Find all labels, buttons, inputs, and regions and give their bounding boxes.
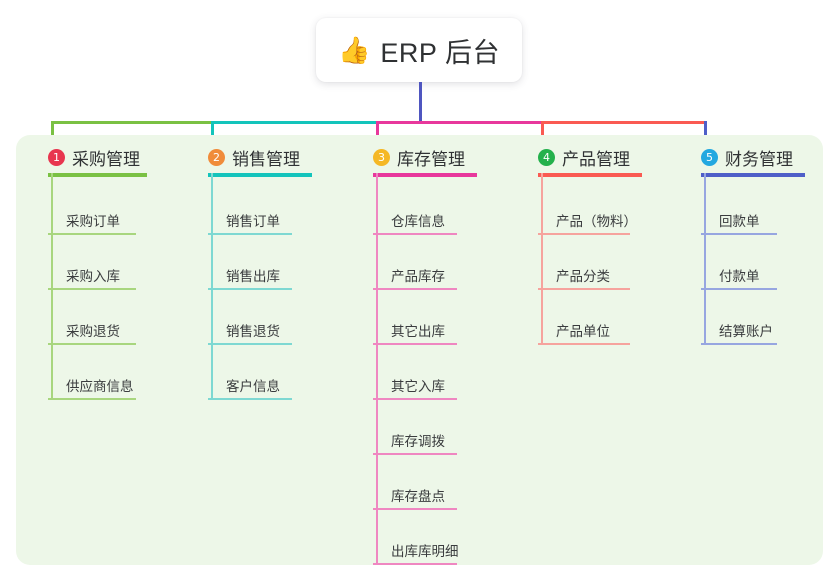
branch-item-label: 库存盘点 <box>391 489 445 504</box>
branch-header-rule <box>538 173 642 177</box>
branch-item[interactable]: 出库库明细 <box>373 517 459 565</box>
branch-item-rule <box>701 343 777 345</box>
branch-item-rule <box>538 343 630 345</box>
branch-index-badge: 3 <box>373 149 390 166</box>
branch-item-rule <box>208 233 292 235</box>
branch-header-4[interactable]: 4 产品管理 <box>538 145 630 170</box>
branch-item-label: 客户信息 <box>226 379 280 394</box>
branch-item-label: 采购入库 <box>66 269 120 284</box>
branch-item[interactable]: 回款单 <box>701 187 777 235</box>
branch-item-rule <box>208 398 292 400</box>
branch-item[interactable]: 供应商信息 <box>48 352 136 400</box>
branch-header-label: 财务管理 <box>725 150 793 169</box>
branch-item-label: 回款单 <box>719 214 760 229</box>
branch-item-label: 其它入库 <box>391 379 445 394</box>
branch-header-rule <box>208 173 312 177</box>
branch-item[interactable]: 采购订单 <box>48 187 136 235</box>
branch-item[interactable]: 销售订单 <box>208 187 292 235</box>
trunk-connector <box>419 82 422 122</box>
branch-item-label: 销售退货 <box>226 324 280 339</box>
branch-header-label: 库存管理 <box>397 150 465 169</box>
branch-item-rule <box>208 343 292 345</box>
branch-item[interactable]: 其它入库 <box>373 352 457 400</box>
branch-item-rule <box>373 343 457 345</box>
branches-panel: 1 采购管理采购订单采购入库采购退货供应商信息 2 销售管理销售订单销售出库销售退货客… <box>16 135 823 565</box>
branch-item[interactable]: 客户信息 <box>208 352 292 400</box>
branch-item[interactable]: 其它出库 <box>373 297 457 345</box>
branch-item[interactable]: 产品分类 <box>538 242 630 290</box>
branch-item-label: 结算账户 <box>719 324 773 339</box>
branch-item-rule <box>48 398 136 400</box>
branch-header-2[interactable]: 2 销售管理 <box>208 145 300 170</box>
branch-index-badge: 4 <box>538 149 555 166</box>
branch-item[interactable]: 库存调拨 <box>373 407 457 455</box>
branch-item-label: 产品（物料） <box>556 214 637 229</box>
bus-segment-3 <box>376 121 541 124</box>
branch-spine <box>541 173 543 345</box>
branch-item[interactable]: 结算账户 <box>701 297 777 345</box>
branch-item[interactable]: 采购入库 <box>48 242 136 290</box>
branch-item-label: 仓库信息 <box>391 214 445 229</box>
branch-header-label: 产品管理 <box>562 150 630 169</box>
branch-item-rule <box>538 288 630 290</box>
branch-item-rule <box>48 233 136 235</box>
branch-index-badge: 5 <box>701 149 718 166</box>
branch-header-5[interactable]: 5 财务管理 <box>701 145 793 170</box>
branch-spine <box>376 173 378 565</box>
branch-item-label: 采购退货 <box>66 324 120 339</box>
branch-item-label: 供应商信息 <box>66 379 134 394</box>
bus-segment-4 <box>541 121 704 124</box>
branch-item-label: 产品单位 <box>556 324 610 339</box>
branch-item-label: 产品分类 <box>556 269 610 284</box>
branch-item[interactable]: 仓库信息 <box>373 187 457 235</box>
branch-item-rule <box>538 233 630 235</box>
branch-item-rule <box>48 343 136 345</box>
branch-item-label: 销售出库 <box>226 269 280 284</box>
branch-item[interactable]: 库存盘点 <box>373 462 457 510</box>
branch-item-label: 出库库明细 <box>391 544 459 559</box>
branch-item-rule <box>373 288 457 290</box>
branch-index-badge: 2 <box>208 149 225 166</box>
branch-item-rule <box>208 288 292 290</box>
branch-header-1[interactable]: 1 采购管理 <box>48 145 140 170</box>
branch-item-label: 销售订单 <box>226 214 280 229</box>
branch-item-label: 付款单 <box>719 269 760 284</box>
branch-header-3[interactable]: 3 库存管理 <box>373 145 465 170</box>
branch-item[interactable]: 产品（物料） <box>538 187 637 235</box>
thumbs-up-icon: 👍 <box>338 35 371 65</box>
branch-item[interactable]: 产品库存 <box>373 242 457 290</box>
branch-spine <box>211 173 213 400</box>
branch-item-rule <box>701 288 777 290</box>
branch-header-label: 采购管理 <box>72 150 140 169</box>
branch-header-label: 销售管理 <box>232 150 300 169</box>
branch-item-rule <box>373 508 457 510</box>
branch-item-label: 产品库存 <box>391 269 445 284</box>
branch-header-rule <box>48 173 147 177</box>
branch-item-rule <box>48 288 136 290</box>
branch-index-badge: 1 <box>48 149 65 166</box>
branch-item-rule <box>373 563 457 565</box>
branch-item-rule <box>373 233 457 235</box>
branch-item[interactable]: 产品单位 <box>538 297 630 345</box>
branch-item-label: 采购订单 <box>66 214 120 229</box>
root-node[interactable]: 👍 ERP 后台 <box>316 18 522 82</box>
bus-segment-2 <box>211 121 376 124</box>
branch-item[interactable]: 付款单 <box>701 242 777 290</box>
branch-item[interactable]: 采购退货 <box>48 297 136 345</box>
branch-spine <box>704 173 706 345</box>
bus-segment-5 <box>704 121 707 124</box>
branch-item-label: 库存调拨 <box>391 434 445 449</box>
branch-item-rule <box>373 453 457 455</box>
bus-segment-1 <box>51 121 211 124</box>
branch-item[interactable]: 销售退货 <box>208 297 292 345</box>
branch-header-rule <box>701 173 805 177</box>
branch-item-rule <box>373 398 457 400</box>
branch-item-rule <box>701 233 777 235</box>
branch-item[interactable]: 销售出库 <box>208 242 292 290</box>
branch-item-label: 其它出库 <box>391 324 445 339</box>
branch-spine <box>51 173 53 400</box>
branch-header-rule <box>373 173 477 177</box>
root-node-label: ERP 后台 <box>380 37 500 68</box>
